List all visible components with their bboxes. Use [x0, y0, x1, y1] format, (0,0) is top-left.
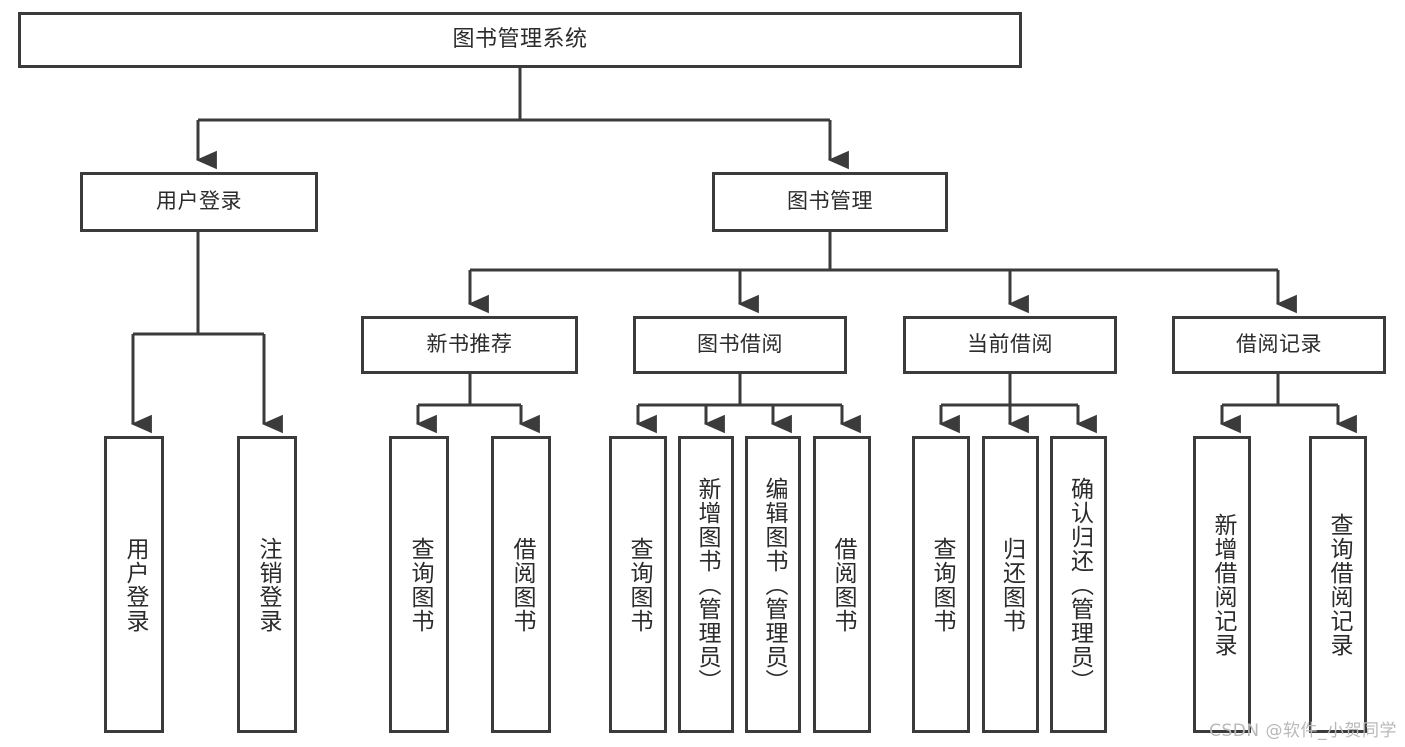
node-book-management[interactable]: 图书管理 — [712, 172, 948, 232]
node-label: 新增借阅记录 — [1209, 512, 1236, 657]
leaf-query-book-recommend[interactable]: 查询图书 — [389, 436, 449, 733]
node-new-book-recommend[interactable]: 新书推荐 — [361, 316, 578, 374]
node-root-system[interactable]: 图书管理系统 — [18, 12, 1022, 68]
leaf-borrow-book-recommend[interactable]: 借阅图书 — [491, 436, 551, 733]
node-label: 编辑图书（管理员） — [760, 476, 787, 693]
node-label: 图书管理系统 — [452, 26, 588, 52]
node-label: 当前借阅 — [967, 332, 1053, 357]
node-label: 注销登录 — [254, 536, 281, 633]
leaf-add-book-admin[interactable]: 新增图书（管理员） — [678, 436, 734, 733]
leaf-query-book-current[interactable]: 查询图书 — [912, 436, 970, 733]
leaf-borrow-book[interactable]: 借阅图书 — [813, 436, 871, 733]
leaf-query-borrow-record[interactable]: 查询借阅记录 — [1309, 436, 1367, 733]
node-label: 借阅记录 — [1236, 332, 1322, 357]
node-label: 图书借阅 — [697, 332, 783, 357]
node-label: 借阅图书 — [508, 536, 535, 633]
node-current-borrow[interactable]: 当前借阅 — [903, 316, 1117, 374]
leaf-confirm-return-admin[interactable]: 确认归还（管理员） — [1050, 436, 1107, 733]
leaf-return-book[interactable]: 归还图书 — [982, 436, 1039, 733]
leaf-edit-book-admin[interactable]: 编辑图书（管理员） — [745, 436, 801, 733]
node-borrow-record[interactable]: 借阅记录 — [1172, 316, 1386, 374]
node-label: 用户登录 — [121, 536, 148, 633]
leaf-query-book-borrow[interactable]: 查询图书 — [609, 436, 667, 733]
node-label: 图书管理 — [787, 189, 873, 214]
leaf-user-logout[interactable]: 注销登录 — [237, 436, 297, 733]
leaf-add-borrow-record[interactable]: 新增借阅记录 — [1193, 436, 1251, 733]
node-label: 用户登录 — [156, 189, 242, 214]
node-label: 借阅图书 — [829, 536, 856, 633]
node-label: 查询借阅记录 — [1325, 512, 1352, 657]
node-book-borrow[interactable]: 图书借阅 — [633, 316, 847, 374]
node-label: 查询图书 — [406, 536, 433, 633]
node-label: 查询图书 — [625, 536, 652, 633]
node-label: 新增图书（管理员） — [693, 476, 720, 693]
node-label: 确认归还（管理员） — [1066, 476, 1093, 693]
node-user-login[interactable]: 用户登录 — [80, 172, 318, 232]
node-label: 查询图书 — [928, 536, 955, 633]
node-label: 归还图书 — [998, 536, 1025, 633]
leaf-user-login[interactable]: 用户登录 — [104, 436, 164, 733]
node-label: 新书推荐 — [426, 332, 513, 357]
